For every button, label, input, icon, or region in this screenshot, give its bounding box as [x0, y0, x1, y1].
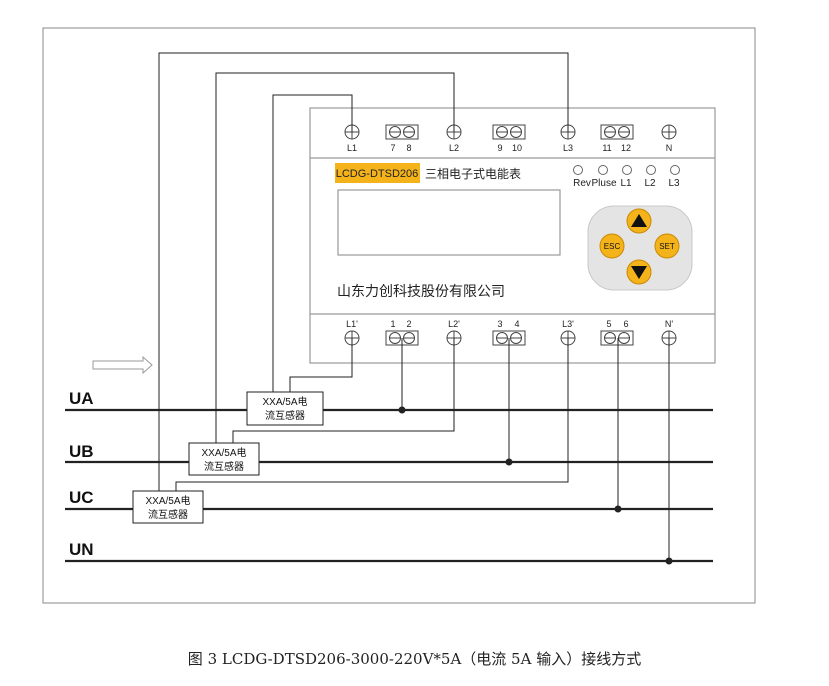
terminal-pair-top-0 — [385, 124, 419, 140]
terminal-label-l3-prime: L3' — [562, 319, 574, 329]
indicator-led-l3 — [670, 165, 680, 175]
ct-uc-label-top: XXA/5A电 — [145, 494, 190, 507]
terminal-pair-top-2 — [600, 124, 634, 140]
terminal-label-l2: L2 — [449, 143, 459, 153]
wire-l1 — [272, 94, 353, 410]
wire-l2-prime — [232, 338, 455, 443]
up-arrow-icon — [631, 214, 647, 227]
terminal-label-6: 6 — [623, 319, 628, 329]
terminal-label-l1-prime: L1' — [346, 319, 358, 329]
terminal-label-10: 10 — [512, 143, 522, 153]
terminal-n — [661, 124, 677, 140]
ct-ua-label-bottom: 流互感器 — [265, 409, 305, 422]
terminal-label-4: 4 — [514, 319, 519, 329]
diagram-frame — [42, 27, 756, 604]
wire-l3-prime — [175, 338, 569, 491]
meter-type-label: 三相电子式电能表 — [425, 167, 521, 181]
indicator-led-l2 — [646, 165, 656, 175]
bus-label-ua: UA — [69, 389, 94, 408]
model-label: LCDG-DTSD206 — [336, 168, 419, 180]
wire-l3 — [158, 52, 569, 509]
terminal-pair-top-1 — [492, 124, 526, 140]
indicator-led-pluse — [598, 165, 608, 175]
manufacturer-label: 山东力创科技股份有限公司 — [337, 283, 505, 299]
terminal-label-n: N — [666, 143, 673, 153]
figure-caption: 图 3 LCDG-DTSD206-3000-220V*5A（电流 5A 输入）接… — [187, 650, 642, 668]
indicator-label-l2: L2 — [644, 178, 656, 189]
flow-arrow-icon — [92, 355, 153, 375]
ct-ub: XXA/5A电 流互感器 — [188, 442, 260, 476]
ct-ua-label-top: XXA/5A电 — [262, 395, 307, 408]
terminal-label-8: 8 — [406, 143, 411, 153]
indicator-label-pluse: Pluse — [591, 178, 616, 189]
wire-l1-prime — [289, 338, 353, 392]
terminal-pair-bottom-2 — [600, 330, 634, 346]
model-tag — [335, 163, 420, 183]
down-arrow-icon — [631, 266, 647, 279]
top-terminal-row: L1 7 8 L2 9 10 L3 11 12 N — [344, 124, 677, 153]
lcd-display — [337, 189, 561, 256]
set-button-label: SET — [659, 242, 675, 251]
bus-label-uc: UC — [69, 488, 94, 507]
ct-uc-label-bottom: 流互感器 — [148, 508, 188, 521]
terminal-label-2: 2 — [406, 319, 411, 329]
ct-ua: XXA/5A电 流互感器 — [246, 391, 324, 426]
ct-uc: XXA/5A电 流互感器 — [132, 490, 204, 524]
terminal-label-5: 5 — [606, 319, 611, 329]
bus-label-un: UN — [69, 540, 94, 559]
wiring — [158, 52, 670, 561]
indicator-led-rev — [573, 165, 583, 175]
terminal-label-l1: L1 — [347, 143, 357, 153]
indicator-label-l3: L3 — [668, 178, 680, 189]
esc-button[interactable] — [599, 233, 625, 259]
bus-lines — [65, 408, 713, 563]
terminal-label-9: 9 — [497, 143, 502, 153]
terminal-label-l2-prime: L2' — [448, 319, 460, 329]
wire-l2 — [215, 72, 455, 462]
ct-ub-label-top: XXA/5A电 — [201, 446, 246, 459]
bus-label-ub: UB — [69, 442, 94, 461]
keypad: ESC SET — [587, 205, 693, 291]
terminal-label-n-prime: N' — [665, 319, 673, 329]
indicator-label-rev: Rev — [573, 178, 591, 189]
junctions — [398, 406, 673, 565]
ct-ub-label-bottom: 流互感器 — [204, 460, 244, 473]
terminal-label-12: 12 — [621, 143, 631, 153]
terminal-label-11: 11 — [602, 143, 611, 153]
indicator-led-l1 — [622, 165, 632, 175]
esc-button-label: ESC — [604, 242, 621, 251]
terminal-label-1: 1 — [390, 319, 395, 329]
indicator-label-l1: L1 — [620, 178, 632, 189]
terminal-label-7: 7 — [390, 143, 395, 153]
terminal-label-3: 3 — [497, 319, 502, 329]
set-button[interactable] — [654, 233, 680, 259]
terminal-label-l3: L3 — [563, 143, 573, 153]
